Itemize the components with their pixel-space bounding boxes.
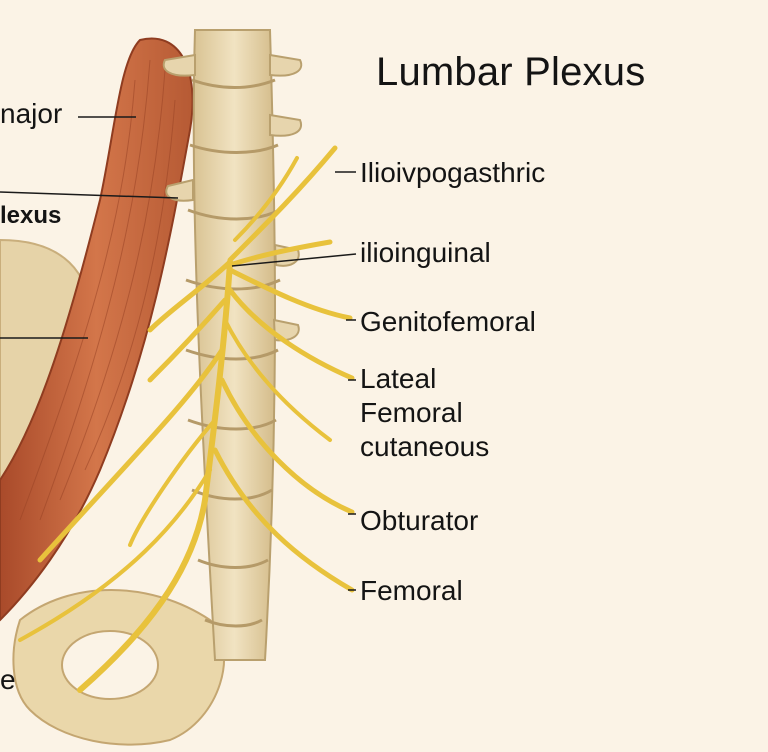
label-femoral: Femoral: [360, 574, 463, 608]
label-ilioinguinal: ilioinguinal: [360, 236, 491, 270]
label-lateral-line-3: cutaneous: [360, 430, 489, 464]
label-lateral-line-1: Lateal: [360, 362, 489, 396]
diagram-title: Lumbar Plexus: [376, 50, 645, 95]
label-lumbar-plexus: lexus: [0, 202, 61, 230]
label-lateral-femoral-cutaneous: Lateal Femoral cutaneous: [360, 362, 489, 464]
label-bottom-left: e: [0, 664, 16, 696]
label-lateral-line-2: Femoral: [360, 396, 489, 430]
label-iliohypogastric: Ilioivpogasthric: [360, 156, 545, 190]
label-obturator: Obturator: [360, 504, 478, 538]
label-psoas-major: najor: [0, 98, 62, 130]
label-genitofemoral: Genitofemoral: [360, 305, 536, 339]
